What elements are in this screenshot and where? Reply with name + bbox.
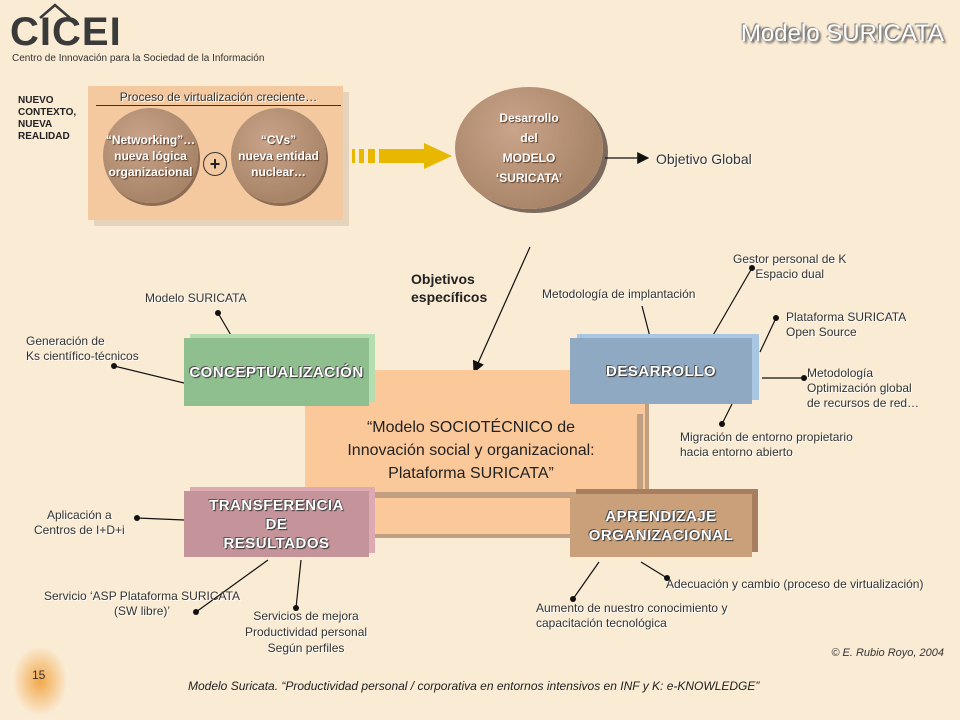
context-line-4: REALIDAD [18,131,70,142]
callout-adecuacion: Adecuación y cambio (proceso de virtuali… [666,577,924,591]
transferencia-box: TRANSFERENCIA DE RESULTADOS [184,491,369,557]
servicio-asp-line-1: Servicio ‘ASP Plataforma SURICATA [44,589,241,603]
center-line-3: Plataforma SURICATA” [388,464,554,482]
model-line-3: MODELO [502,151,556,165]
metodologia-opt-line-2: Optimización global [807,381,912,395]
dot-migracion [719,421,725,427]
transferencia-line-2: DE [265,515,288,533]
model-line-2: del [520,131,538,145]
page-number-badge [14,648,66,714]
metodologia-opt-line-1: Metodología [807,366,874,380]
generacion-line-2: Ks científico-técnicos [26,349,139,363]
callout-servicios-mejora: Servicios de mejora Productividad person… [245,608,367,656]
dot-servicios-mejora [293,605,299,611]
gestor-line-1: Gestor personal de K [733,252,847,266]
logo-subtitle: Centro de Innovación para la Sociedad de… [12,53,265,64]
servicios-mejora-line-2: Productividad personal [245,625,368,639]
page-title: Modelo SURICATA [740,20,944,47]
callout-modelo-suricata: Modelo SURICATA [145,291,247,305]
metodologia-opt-line-3: de recursos de red… [807,396,920,410]
footer-caption: Modelo Suricata. “Productividad personal… [188,679,760,693]
dot-adecuacion [664,575,670,581]
striped-arrow-icon [352,143,452,169]
cvs-line-1: “CVs” [260,132,297,147]
center-line-2: Innovación social y organizacional: [347,441,595,459]
context-line-2: CONTEXTO, [18,107,77,118]
migracion-line-2: hacia entorno abierto [680,445,793,459]
transferencia-line-1: TRANSFERENCIA [209,496,344,514]
center-model-box: “Modelo SOCIOTÉCNICO de Innovación socia… [305,408,637,492]
plataforma-line-2: Open Source [786,325,857,339]
aprendizaje-line-2: ORGANIZACIONAL [588,526,734,544]
networking-circle: “Networking”… nueva lógica organizaciona… [103,108,198,203]
conceptualizacion-label: CONCEPTUALIZACIÓN [189,363,364,381]
networking-line-3: organizacional [108,164,193,179]
dot-aplicacion [134,515,140,521]
logo-roof-icon [39,3,71,19]
virtualization-header: Proceso de virtualización creciente… [96,90,341,106]
aplicacion-line-2: Centros de I+D+i [34,523,125,537]
dot-modelo-suricata [215,310,221,316]
callout-metodologia-opt: Metodología Optimización global de recur… [807,366,919,411]
cvs-line-3: nuclear… [251,164,306,179]
aprendizaje-line-1: APRENDIZAJE [605,507,717,525]
servicios-mejora-line-1: Servicios de mejora [253,609,359,623]
context-line-3: NUEVA [18,119,53,130]
dot-servicio-asp [193,609,199,615]
dot-gestor [749,265,755,271]
callout-plataforma: Plataforma SURICATA Open Source [786,310,906,340]
servicio-asp-line-2: (SW libre)’ [114,604,171,618]
logo: CICEI [10,10,122,54]
transferencia-line-3: RESULTADOS [223,534,330,552]
model-line-1: Desarrollo [499,111,559,125]
networking-line-2: nueva lógica [114,148,187,163]
plataforma-line-1: Plataforma SURICATA [786,310,907,324]
dot-aumento [570,596,576,602]
cvs-line-2: nueva entidad [238,148,319,163]
networking-line-1: “Networking”… [105,132,196,147]
objetivos-especificos-label: Objetivos específicos [411,270,487,306]
model-suricata-circle: Desarrollo del MODELO ‘SURICATA’ [455,87,603,209]
servicios-mejora-line-3: Según perfiles [267,641,345,655]
desarrollo-label: DESARROLLO [606,362,716,380]
gestor-line-2: Espacio dual [755,267,825,281]
callout-migracion: Migración de entorno propietario hacia e… [680,430,853,460]
dot-generacion [111,363,117,369]
objetivos-line-2: específicos [411,289,488,305]
generacion-line-1: Generación de [26,334,105,348]
cvs-circle: “CVs” nueva entidad nuclear… [231,108,326,203]
center-line-1: “Modelo SOCIOTÉCNICO de [366,418,576,436]
callout-servicio-asp: Servicio ‘ASP Plataforma SURICATA (SW li… [44,589,240,619]
conceptualizacion-box: CONCEPTUALIZACIÓN [184,338,369,406]
copyright: © E. Rubio Royo, 2004 [831,647,944,659]
model-line-4: ‘SURICATA’ [495,171,563,185]
objetivo-global-label: Objetivo Global [656,151,752,167]
plus-icon: + [203,152,227,176]
callout-metodologia-implantacion: Metodología de implantación [542,287,696,301]
context-line-1: NUEVO [18,95,54,106]
callout-generacion: Generación de Ks científico-técnicos [26,334,139,364]
callout-aplicacion: Aplicación a Centros de I+D+i [34,508,125,538]
dot-metodologia-opt [801,375,807,381]
aprendizaje-box: APRENDIZAJE ORGANIZACIONAL [570,494,752,557]
desarrollo-box: DESARROLLO [570,338,752,404]
dot-plataforma [773,315,779,321]
aumento-line-2: capacitación tecnológica [536,616,667,630]
context-label: NUEVO CONTEXTO, NUEVA REALIDAD [18,95,76,143]
migracion-line-1: Migración de entorno propietario [680,430,853,444]
aumento-line-1: Aumento de nuestro conocimiento y [536,601,728,615]
callout-aumento: Aumento de nuestro conocimiento y capaci… [536,601,727,631]
page-number: 15 [32,668,46,682]
objetivos-line-1: Objetivos [411,271,475,287]
aplicacion-line-1: Aplicación a [47,508,112,522]
callout-gestor: Gestor personal de K Espacio dual [733,252,846,282]
